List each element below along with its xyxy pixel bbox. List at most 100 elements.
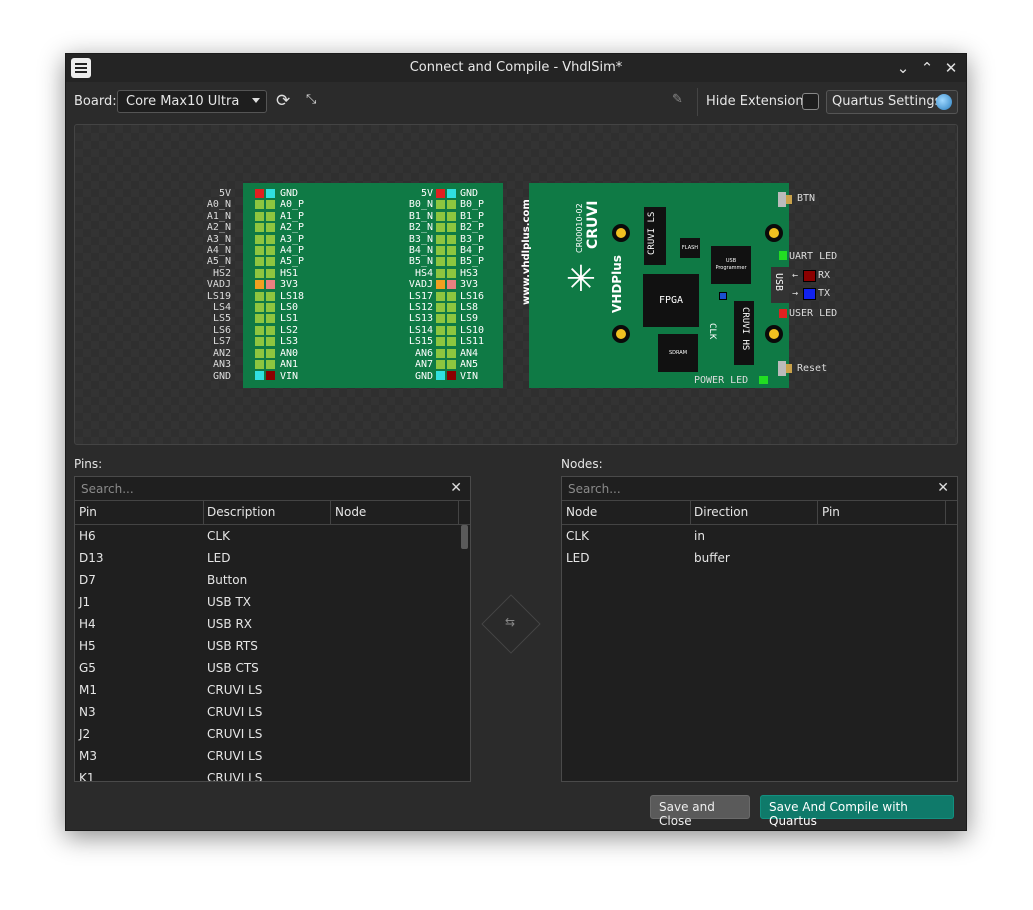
header-pin[interactable] (255, 189, 264, 198)
header-pin[interactable] (436, 337, 445, 347)
header-pin[interactable] (436, 189, 445, 198)
header-pin[interactable] (266, 211, 275, 221)
header-pin[interactable] (436, 211, 445, 221)
pins-col-node[interactable]: Node (335, 505, 367, 519)
header-pin[interactable] (255, 246, 264, 255)
pins-col-pin[interactable]: Pin (79, 505, 97, 519)
header-pin[interactable] (266, 371, 275, 381)
header-pin[interactable] (266, 246, 275, 255)
header-pin[interactable] (266, 337, 275, 347)
minimize-chevron-icon[interactable]: ⌄ (896, 59, 910, 77)
pin-tool-icon[interactable]: ✎ (672, 92, 683, 107)
header-pin[interactable] (447, 211, 456, 221)
header-pin[interactable] (436, 268, 445, 278)
header-pin[interactable] (436, 200, 445, 210)
header-pin[interactable] (436, 371, 445, 381)
header-pin[interactable] (447, 257, 456, 267)
header-pin[interactable] (255, 325, 264, 335)
header-pin[interactable] (436, 348, 445, 358)
nodes-clear-search-icon[interactable]: ✕ (937, 480, 949, 496)
header-pin[interactable] (255, 280, 264, 290)
pins-clear-search-icon[interactable]: ✕ (450, 480, 462, 496)
header-pin[interactable] (447, 337, 456, 347)
btn-button[interactable] (778, 192, 786, 207)
save-close-button[interactable]: Save and Close (650, 795, 750, 828)
header-pin[interactable] (436, 314, 445, 324)
header-pin[interactable] (266, 325, 275, 335)
header-pin[interactable] (447, 280, 456, 290)
nodes-search-input[interactable]: Search... (562, 477, 957, 501)
header-pin[interactable] (447, 246, 456, 255)
header-pin[interactable] (255, 303, 264, 312)
header-pin[interactable] (436, 223, 445, 233)
header-pin[interactable] (255, 257, 264, 267)
header-pin[interactable] (436, 303, 445, 312)
header-pin[interactable] (436, 246, 445, 255)
header-pin[interactable] (255, 223, 264, 233)
header-pin[interactable] (266, 189, 275, 198)
maximize-chevron-icon[interactable]: ⌃ (920, 59, 934, 77)
pins-col-description[interactable]: Description (207, 505, 276, 519)
header-pin[interactable] (266, 360, 275, 369)
header-pin[interactable] (255, 291, 264, 301)
header-pin[interactable] (266, 291, 275, 301)
header-pin[interactable] (255, 371, 264, 381)
header-pin[interactable] (266, 314, 275, 324)
nodes-col-node[interactable]: Node (566, 505, 598, 519)
header-pin[interactable] (436, 280, 445, 290)
collapse-icon[interactable]: ⤡ (306, 92, 317, 107)
pins-scrollbar[interactable] (461, 525, 468, 549)
header-pin[interactable] (436, 291, 445, 301)
refresh-icon[interactable]: ⟳ (276, 91, 291, 111)
header-pin[interactable] (447, 291, 456, 301)
header-pin[interactable] (266, 223, 275, 233)
header-pin[interactable] (266, 257, 275, 267)
header-pin[interactable] (255, 348, 264, 358)
header-pin[interactable] (255, 337, 264, 347)
header-pin[interactable] (255, 234, 264, 244)
close-icon[interactable]: ✕ (944, 59, 958, 77)
header-pin[interactable] (266, 268, 275, 278)
header-pin[interactable] (266, 200, 275, 210)
header-pin[interactable] (447, 223, 456, 233)
header-pin[interactable] (266, 303, 275, 312)
header-pin[interactable] (447, 200, 456, 210)
header-pin[interactable] (447, 360, 456, 369)
header-pin[interactable] (255, 211, 264, 221)
header-pin[interactable] (447, 371, 456, 381)
header-pin[interactable] (436, 234, 445, 244)
nodes-col-pin[interactable]: Pin (822, 505, 840, 519)
header-pin[interactable] (255, 360, 264, 369)
nodes-col-direction[interactable]: Direction (694, 505, 749, 519)
header-pin[interactable] (447, 234, 456, 244)
quartus-settings-button[interactable]: Quartus Settings (826, 90, 958, 114)
app-menu-icon[interactable] (71, 58, 91, 78)
header-pin[interactable] (266, 280, 275, 290)
header-pin[interactable] (447, 314, 456, 324)
header-pin[interactable] (447, 303, 456, 312)
header-pin[interactable] (447, 189, 456, 198)
board-select[interactable]: Core Max10 Ultra (117, 90, 267, 113)
header-pin[interactable] (255, 200, 264, 210)
hide-extensions-checkbox[interactable] (802, 93, 819, 110)
header-pin[interactable] (266, 234, 275, 244)
header-pin[interactable] (436, 325, 445, 335)
save-compile-button[interactable]: Save And Compile with Quartus (760, 795, 954, 828)
header-pin[interactable] (266, 348, 275, 358)
header-pin[interactable] (447, 268, 456, 278)
header-pin[interactable] (447, 348, 456, 358)
